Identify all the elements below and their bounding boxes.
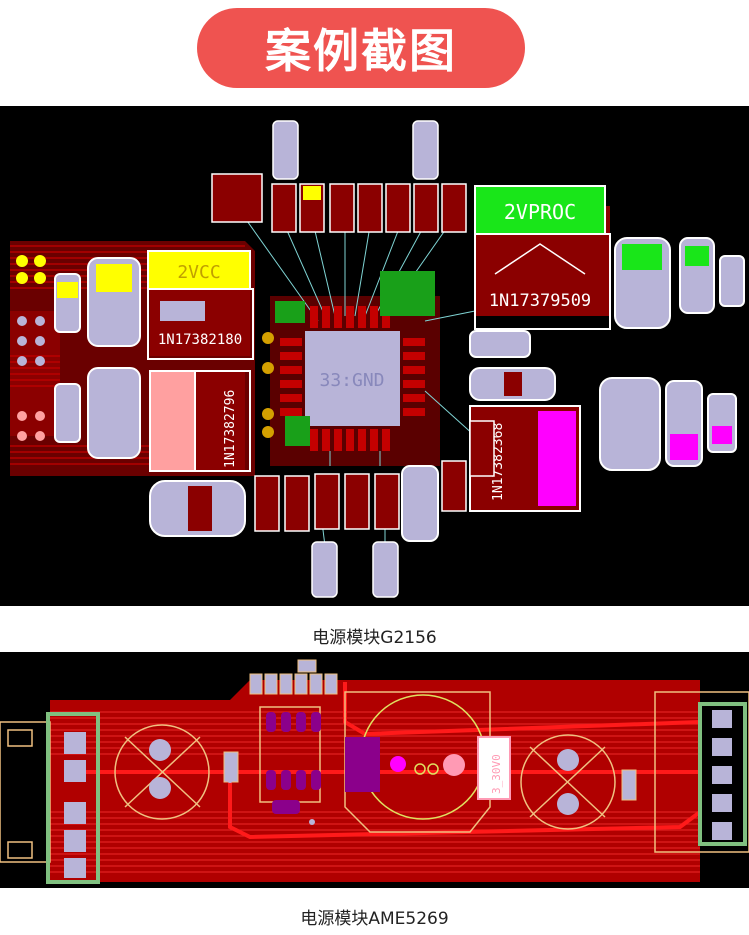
power-components: 3_30V0: [345, 736, 511, 800]
pcb-ame5269-drawing: 3_30V0: [0, 659, 749, 884]
chip-net-label: 33:GND: [319, 370, 384, 391]
pcb-layout-ame5269: 3_30V0: [0, 652, 749, 888]
green-pads: [275, 271, 435, 446]
caption-g2156: 电源模块G2156: [312, 628, 437, 648]
title-banner: 案例截图: [197, 8, 525, 88]
pink-component: 1N17382796: [149, 370, 251, 472]
header-pins: [16, 255, 274, 441]
round-capacitors: [114, 724, 616, 830]
pcb-g2156-drawing: 33:GND 2VPROC 1N17379509 2VCC 1N17382180: [10, 120, 745, 598]
caption-ame5269: 电源模块AME5269: [300, 909, 449, 929]
vproc-label: 2VPROC: [504, 200, 576, 224]
right-connector: [654, 691, 749, 853]
ref-top-right: 1N17379509: [489, 291, 591, 311]
capacitors: [54, 237, 745, 542]
left-connector: [0, 712, 100, 884]
vcc-component: 2VCC 1N17382180: [147, 250, 254, 360]
ref-left: 1N17382180: [158, 332, 242, 348]
regulator-ic: [249, 659, 338, 814]
ic-chip: 33:GND: [280, 306, 425, 451]
round-pads: [149, 739, 579, 815]
vcc-label: 2VCC: [177, 262, 220, 283]
banner-title: 案例截图: [265, 24, 457, 78]
ref-left-vertical: 1N17382796: [223, 390, 238, 468]
small-parts: [223, 751, 637, 825]
small-resistors: [211, 120, 495, 598]
rail-label: 3_30V0: [490, 754, 503, 794]
pcb-layout-g2156: 33:GND 2VPROC 1N17379509 2VCC 1N17382180: [0, 106, 749, 606]
vproc-component: 2VPROC 1N17379509: [474, 185, 611, 330]
